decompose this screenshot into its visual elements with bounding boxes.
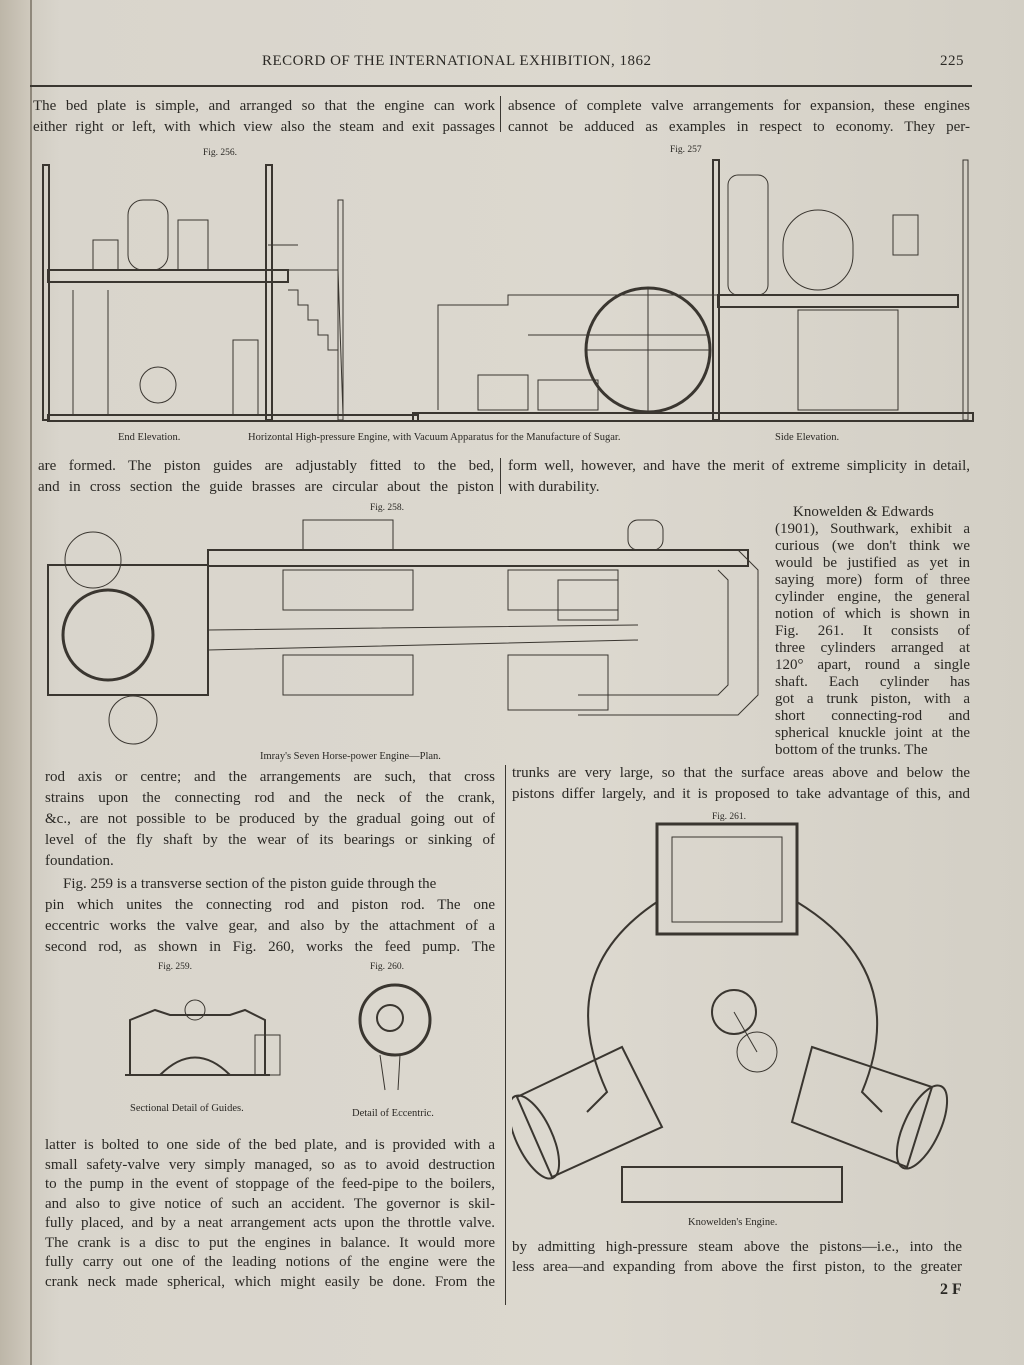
fig-259-caption: Sectional Detail of Guides. bbox=[130, 1103, 244, 1114]
text-line: shaft. Each cylinder has bbox=[775, 674, 970, 690]
text-line: to the pump in the event of stoppage of … bbox=[45, 1176, 495, 1192]
fig-257-label: Fig. 257 bbox=[670, 145, 702, 155]
text-line: latter is bolted to one side of the bed … bbox=[45, 1137, 495, 1153]
text-line: strains upon the connecting rod and the … bbox=[45, 790, 495, 806]
fig-259-label: Fig. 259. bbox=[158, 962, 193, 972]
text-line: foundation. bbox=[45, 853, 114, 869]
fig-261-knowelden-engine-drawing bbox=[512, 822, 949, 1203]
text-line: short connecting-rod and bbox=[775, 708, 970, 724]
text-line: and in cross section the guide brasses a… bbox=[38, 479, 494, 495]
header-rule bbox=[30, 85, 972, 87]
text-line: would be justified as yet in bbox=[775, 555, 970, 571]
fig-259-guides-drawing bbox=[125, 999, 281, 1076]
text-line: &c., are not possible to be produced by … bbox=[45, 811, 495, 827]
text-line: curious (we don't think we bbox=[775, 538, 970, 554]
text-line: with durability. bbox=[508, 479, 600, 495]
text-line: are formed. The piston guides are adjust… bbox=[38, 458, 494, 474]
text-line: eccentric works the valve gear, and also… bbox=[45, 918, 495, 934]
text-line: bottom of the trunks. The bbox=[775, 742, 928, 758]
column-rule bbox=[500, 96, 501, 132]
fig-258-engine-plan-drawing bbox=[47, 519, 759, 745]
text-line: pin which unites the connecting rod and … bbox=[45, 897, 495, 913]
text-line: cylinder engine, the general bbox=[775, 589, 970, 605]
text-line: fully carry out one of the leading notio… bbox=[45, 1254, 495, 1270]
fig-256-label: Fig. 256. bbox=[203, 148, 238, 158]
text-line: Fig. 261. It consists of bbox=[775, 623, 970, 639]
text-line: pistons differ largely, and it is propos… bbox=[512, 786, 970, 802]
text-line: spherical knuckle joint at the bbox=[775, 725, 970, 741]
text-line: rod axis or centre; and the arrangements… bbox=[45, 769, 495, 785]
text-line: by admitting high-pressure steam above t… bbox=[512, 1239, 962, 1255]
facing-page-edge bbox=[0, 0, 32, 1365]
fig-258-caption: Imray's Seven Horse-power Engine—Plan. bbox=[260, 751, 441, 762]
text-line: The bed plate is simple, and arranged so… bbox=[33, 98, 495, 114]
text-line: 120° apart, round a single bbox=[775, 657, 970, 673]
text-line: saying more) form of three bbox=[775, 572, 970, 588]
column-rule bbox=[505, 765, 506, 1305]
text-line: three cylinders arranged at bbox=[775, 640, 970, 656]
text-line: crank neck made spherical, which might e… bbox=[45, 1273, 495, 1290]
fig-260-caption: Detail of Eccentric. bbox=[352, 1108, 434, 1119]
text-line: Knowelden & Edwards bbox=[793, 504, 934, 520]
text-line: form well, however, and have the merit o… bbox=[508, 458, 970, 474]
fig-256-caption: End Elevation. bbox=[118, 432, 181, 443]
fig-257-side-elevation-drawing bbox=[412, 159, 974, 422]
text-line: second rod, as shown in Fig. 260, works … bbox=[45, 939, 495, 955]
column-rule bbox=[500, 458, 501, 494]
running-header: RECORD OF THE INTERNATIONAL EXHIBITION, … bbox=[262, 53, 652, 69]
text-line: level of the fly shaft by the wear of it… bbox=[45, 832, 495, 848]
text-line: Fig. 259 is a transverse section of the … bbox=[63, 876, 437, 892]
text-line: The crank is a disc to put the engines i… bbox=[45, 1234, 495, 1251]
fig-256-end-elevation-drawing bbox=[42, 164, 419, 422]
text-line: fully placed, and by a neat arrangement … bbox=[45, 1215, 495, 1231]
text-line: cannot be adduced as examples in respect… bbox=[508, 119, 970, 135]
text-line: absence of complete valve arrangements f… bbox=[508, 98, 970, 114]
text-line: less area—and expanding from above the f… bbox=[512, 1259, 962, 1275]
fig-256-257-caption: Horizontal High-pressure Engine, with Va… bbox=[248, 432, 621, 443]
fig-258-label: Fig. 258. bbox=[370, 503, 405, 513]
text-line: and also to give notice of such an accid… bbox=[45, 1195, 495, 1212]
fig-261-caption: Knowelden's Engine. bbox=[688, 1217, 778, 1228]
page-number: 225 bbox=[940, 53, 964, 69]
text-line: trunks are very large, so that the surfa… bbox=[512, 765, 970, 781]
text-line: either right or left, with which view al… bbox=[33, 119, 495, 135]
text-line: notion of which is shown in bbox=[775, 606, 970, 622]
fig-261-label: Fig. 261. bbox=[712, 812, 747, 822]
text-line: small safety-valve very simply managed, … bbox=[45, 1156, 495, 1173]
signature-mark: 2 F bbox=[940, 1281, 962, 1298]
fig-260-label: Fig. 260. bbox=[370, 962, 405, 972]
text-line: got a trunk piston, with a bbox=[775, 691, 970, 707]
fig-260-eccentric-drawing bbox=[358, 983, 432, 1091]
fig-257-caption: Side Elevation. bbox=[775, 432, 840, 443]
text-line: (1901), Southwark, exhibit a bbox=[775, 521, 970, 537]
